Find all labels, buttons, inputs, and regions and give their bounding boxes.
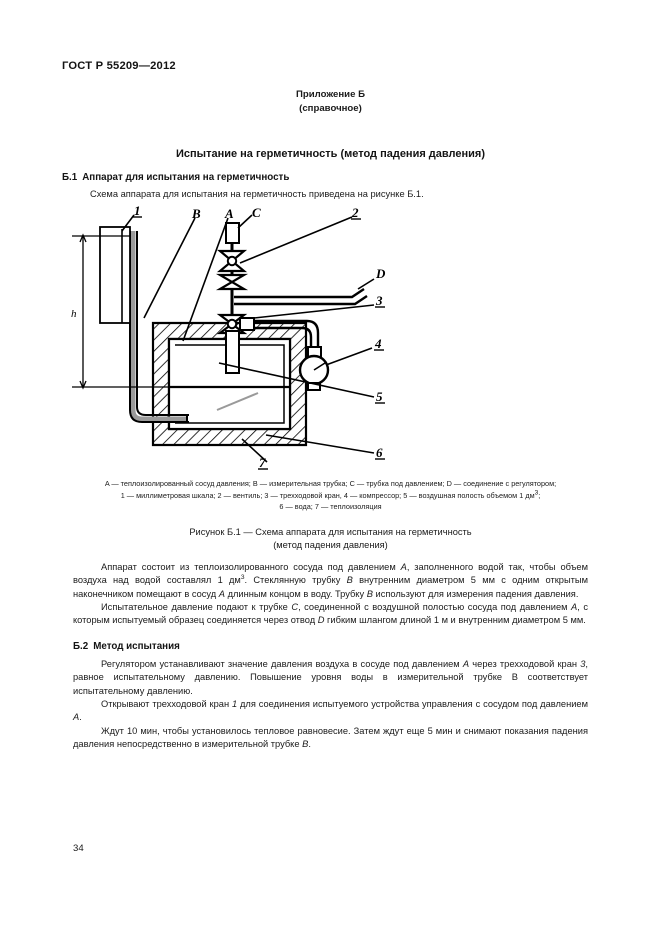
compressor-hose-inner (254, 326, 313, 351)
figure-b1-diagram: 1 B A C 2 D 3 4 5 6 7 h (62, 205, 599, 470)
valve-2-lower-body (215, 273, 249, 291)
compressor-hose-outer (254, 319, 320, 351)
leader-6b (265, 434, 375, 454)
figure-caption-line-2: (метод падения давления) (273, 540, 388, 550)
page-number: 34 (73, 843, 84, 854)
standard-header: ГОСТ Р 55209—2012 (62, 60, 176, 72)
outlet-d-lower (234, 295, 368, 306)
leader-3 (253, 304, 375, 319)
callout-5: 5 (376, 389, 383, 404)
callout-A: A (224, 206, 234, 221)
leader-a (182, 217, 229, 342)
figure-legend-line-3: 6 — вода; 7 — теплоизоляция (279, 502, 382, 512)
figure-legend-line-2-sup: 3 (534, 489, 539, 497)
paragraph-2: Испытательное давление подают к трубке C… (73, 601, 588, 628)
millimetre-scale-plate (99, 226, 131, 324)
figure-legend-line-2-pre: 1 — миллиметровая шкала; 2 — вентиль; 3 … (120, 490, 535, 500)
callout-h: h (71, 308, 77, 320)
leader-2 (239, 216, 353, 264)
pipe-top-fitting (225, 222, 240, 244)
compressor-foot (307, 382, 321, 391)
cock-3-side-port (239, 317, 255, 331)
figure-caption-line-1: Рисунок Б.1 — Схема аппарата для испытан… (189, 527, 472, 537)
leader-1 (121, 214, 135, 232)
leader-c (237, 214, 253, 229)
measuring-tube-wall-right (136, 231, 189, 416)
callout-2: 2 (351, 205, 359, 220)
valve-2-hub (226, 255, 238, 267)
figure-legend-line-2-post: ; (538, 490, 541, 500)
leader-7 (241, 438, 268, 463)
figure-legend: A — теплоизолированный сосуд давления; B… (62, 478, 599, 513)
callout-7: 7 (259, 455, 266, 470)
measuring-tube-bore (130, 231, 187, 422)
paragraph-1-text: Аппарат состоит из теплоизолированного с… (73, 562, 588, 599)
callout-labels: 1 B A C 2 D 3 4 5 6 7 h (71, 205, 386, 470)
dip-tube-c (225, 330, 240, 374)
figure-caption: Рисунок Б.1 — Схема аппарата для испытан… (62, 526, 599, 552)
measuring-tube-wall-left (129, 231, 189, 423)
outlet-d-upper (234, 288, 365, 299)
annex-subtitle: (справочное) (299, 102, 362, 114)
leader-5 (218, 362, 375, 398)
annex-title: Приложение Б (296, 89, 365, 100)
clause-title-b2: Метод испытания (93, 641, 180, 652)
dim-h-arrow-down (79, 380, 87, 390)
page-title: Испытание на герметичность (метод падени… (176, 148, 485, 160)
leader-6 (216, 392, 259, 411)
paragraph-5-text: Ждут 10 мин, чтобы установилось тепловое… (73, 726, 588, 750)
dim-h-arrow-up (79, 233, 87, 243)
figure-legend-line-2: 1 — миллиметровая шкала; 2 — вентиль; 3 … (62, 489, 599, 502)
clause-title-b1: Аппарат для испытания на герметичность (82, 172, 290, 183)
paragraph-1: Аппарат состоит из теплоизолированного с… (73, 561, 588, 601)
paragraph-3-text: Регулятором устанавливают значение давле… (73, 659, 588, 696)
figure-legend-line-1: A — теплоизолированный сосуд давления; B… (104, 479, 557, 488)
paragraph-intro: Схема аппарата для испытания на герметич… (62, 188, 599, 201)
paragraph-4: Открывают трехходовой кран 1 для соедине… (73, 698, 588, 725)
paragraph-2-text: Испытательное давление подают к трубке C… (73, 602, 588, 626)
compressor-pointer (313, 362, 326, 371)
callout-4: 4 (374, 336, 382, 351)
paragraph-5: Ждут 10 мин, чтобы установилось тепловое… (73, 725, 588, 752)
paragraph-intro-text: Схема аппарата для испытания на герметич… (90, 189, 424, 199)
callout-3: 3 (375, 293, 383, 308)
clause-number-b1: Б.1 (62, 172, 78, 183)
clause-heading-b2: Б.2 Метод испытания (73, 641, 180, 652)
callout-B: B (191, 206, 201, 221)
callout-C: C (252, 205, 261, 220)
callout-1: 1 (134, 205, 141, 218)
three-way-cock-3-hub (226, 318, 238, 330)
apparatus-schematic-svg: 1 B A C 2 D 3 4 5 6 7 h (71, 205, 386, 470)
leader-b (143, 217, 196, 319)
paragraph-4-text: Открывают трехходовой кран 1 для соедине… (73, 699, 588, 723)
annex-heading: Приложение Б (справочное) (0, 88, 661, 115)
callout-6: 6 (376, 445, 383, 460)
paragraph-3: Регулятором устанавливают значение давле… (73, 658, 588, 698)
leader-4 (325, 347, 373, 366)
clause-heading-b1: Б.1 Аппарат для испытания на герметичност… (62, 172, 289, 183)
callout-D: D (375, 266, 386, 281)
leader-d (357, 278, 375, 290)
clause-number-b2: Б.2 (73, 641, 89, 652)
